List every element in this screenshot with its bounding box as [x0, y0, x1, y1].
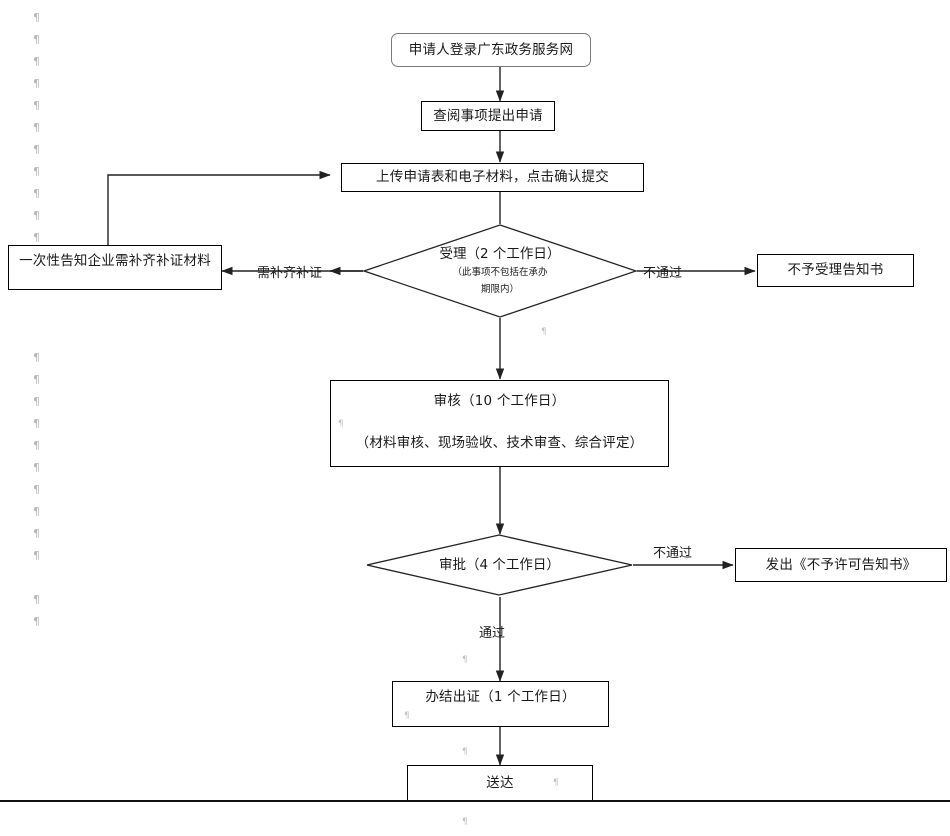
node-accept-decision[interactable]: 受理（2 个工作日） （此事项不包括在承办 期限内） [363, 224, 637, 318]
node-no-permit-notice[interactable]: 发出《不予许可告知书》 [735, 548, 947, 582]
node-browse-label: 查阅事项提出申请 [433, 107, 543, 124]
node-deliver-label: 送达 [486, 774, 514, 791]
paragraph-mark: ¶ [33, 33, 40, 46]
paragraph-mark: ¶ [33, 143, 40, 156]
node-login-label: 申请人登录广东政务服务网 [408, 41, 574, 58]
paragraph-mark: ¶ [33, 165, 40, 178]
node-reject-notice-label: 不予受理告知书 [787, 262, 884, 279]
edge-label-approval-pass: 通过 [479, 626, 506, 641]
paragraph-mark: ¶ [33, 593, 40, 606]
stray-mark: ¶ [462, 747, 468, 757]
node-issue-cert[interactable]: 办结出证（1 个工作日） [392, 681, 609, 727]
page-bottom-rule [0, 800, 950, 802]
paragraph-mark: ¶ [33, 121, 40, 134]
paragraph-mark: ¶ [33, 55, 40, 68]
accept-diamond-shape [363, 224, 637, 318]
approval-diamond-shape [366, 534, 633, 596]
edge-notify-feedback-to-upload [107, 170, 331, 245]
paragraph-mark: ¶ [33, 527, 40, 540]
node-notify-supplement-label: 一次性告知企业需补齐补证材料 [19, 253, 211, 269]
paragraph-mark: ¶ [33, 373, 40, 386]
stray-mark: ¶ [462, 655, 468, 665]
paragraph-mark: ¶ [33, 549, 40, 562]
paragraph-mark: ¶ [33, 231, 40, 244]
node-review[interactable]: 审核（10 个工作日） （材料审核、现场验收、技术审查、综合评定） [330, 380, 669, 467]
stray-mark: ¶ [541, 327, 547, 337]
paragraph-mark: ¶ [33, 209, 40, 222]
node-review-line1: 审核（10 个工作日） [433, 393, 566, 409]
paragraph-mark: ¶ [33, 483, 40, 496]
stray-mark: ¶ [553, 778, 559, 788]
paragraph-mark: ¶ [33, 99, 40, 112]
paragraph-mark: ¶ [33, 77, 40, 90]
edge-label-approval-fail: 不通过 [653, 546, 693, 561]
stray-mark: ¶ [338, 419, 344, 429]
paragraph-mark: ¶ [33, 11, 40, 24]
paragraph-mark: ¶ [33, 615, 40, 628]
node-reject-notice[interactable]: 不予受理告知书 [757, 254, 914, 287]
node-upload-label: 上传申请表和电子材料，点击确认提交 [376, 169, 609, 186]
edge-label-accept-fail: 不通过 [643, 266, 683, 281]
node-deliver[interactable]: 送达 [407, 765, 593, 801]
paragraph-mark: ¶ [33, 187, 40, 200]
node-upload[interactable]: 上传申请表和电子材料，点击确认提交 [341, 163, 644, 192]
paragraph-mark: ¶ [33, 395, 40, 408]
node-issue-cert-label: 办结出证（1 个工作日） [425, 689, 576, 705]
stray-mark: ¶ [462, 817, 468, 827]
paragraph-mark: ¶ [33, 417, 40, 430]
node-notify-supplement[interactable]: 一次性告知企业需补齐补证材料 [8, 245, 222, 290]
node-review-line2: （材料审核、现场验收、技术审查、综合评定） [355, 435, 644, 452]
paragraph-mark: ¶ [33, 505, 40, 518]
node-login[interactable]: 申请人登录广东政务服务网 [391, 33, 591, 67]
stray-mark: ¶ [404, 711, 410, 721]
node-no-permit-notice-label: 发出《不予许可告知书》 [765, 556, 917, 573]
paragraph-mark: ¶ [33, 439, 40, 452]
node-approval-decision[interactable]: 审批（4 个工作日） [366, 534, 633, 597]
node-browse[interactable]: 查阅事项提出申请 [421, 101, 555, 131]
paragraph-mark: ¶ [33, 461, 40, 474]
paragraph-mark: ¶ [33, 351, 40, 364]
edge-label-need-supplement: 需补齐补证 [257, 266, 323, 281]
